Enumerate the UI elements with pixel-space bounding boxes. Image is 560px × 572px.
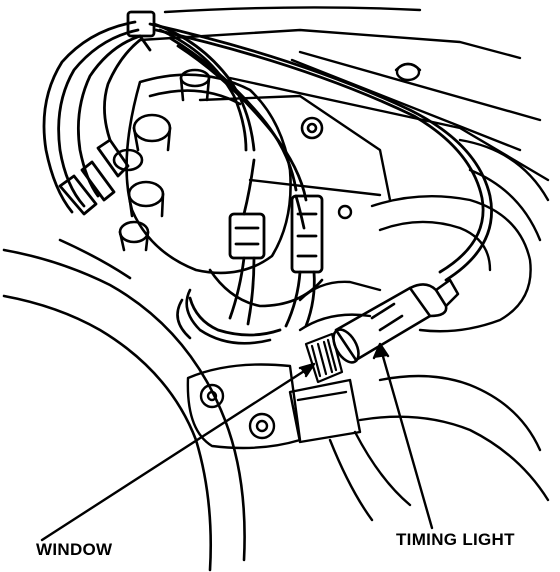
timing-light	[332, 278, 460, 364]
engine-block	[138, 6, 550, 522]
window-arrow	[40, 364, 314, 542]
window-label: WINDOW	[36, 540, 113, 559]
timing-window	[304, 332, 344, 384]
distributor-cap	[112, 68, 324, 345]
timing-light-arrow	[378, 344, 434, 530]
timing-light-cable	[148, 22, 493, 282]
timing-light-label: TIMING LIGHT	[396, 530, 515, 549]
spark-plug-wires	[42, 10, 324, 337]
flywheel-housing	[2, 238, 246, 572]
callout-arrows	[40, 342, 434, 542]
